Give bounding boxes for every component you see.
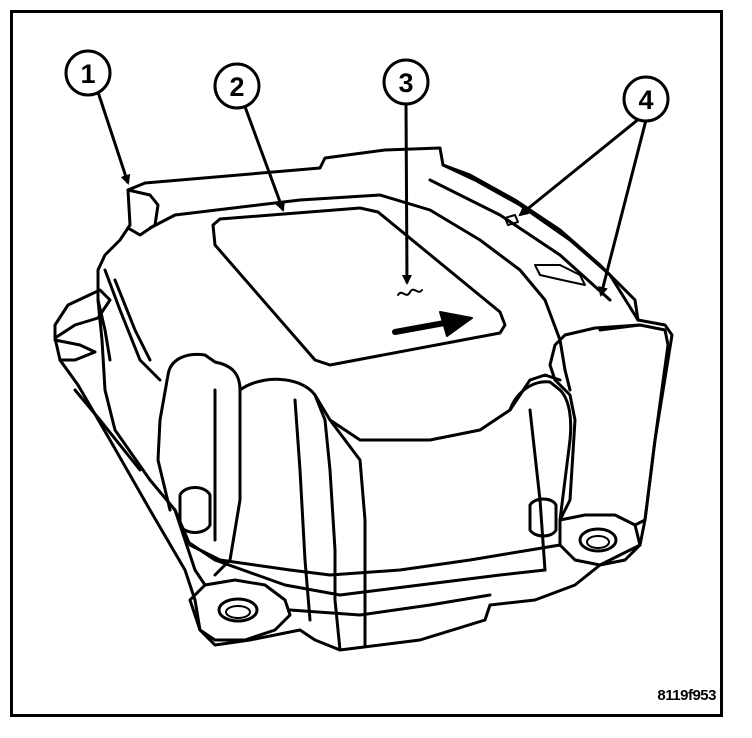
top-face: [148, 193, 572, 392]
top-left-post: [126, 188, 160, 237]
front-right-column: [508, 380, 573, 572]
leader-line-4a: [518, 116, 641, 217]
figure-id-label: 8119f953: [657, 687, 716, 704]
right-bolt-stud: [528, 497, 558, 538]
callout-1: 1: [64, 49, 112, 97]
callout-4: 4: [622, 75, 670, 123]
leader-line-3: [401, 102, 412, 285]
leader-line-2: [242, 103, 285, 212]
front-left-ear: [188, 578, 292, 642]
callout-2: 2: [213, 62, 261, 110]
svg-text:2: 2: [229, 72, 244, 102]
squiggle-mark: [397, 288, 423, 296]
front-left-mount-hole: [217, 597, 259, 623]
left-bolt-stud: [178, 486, 212, 534]
label-recess: [211, 206, 507, 367]
figure-frame: [10, 10, 723, 717]
leader-line-4b: [598, 119, 648, 297]
lower-base: [173, 508, 562, 617]
right-mount-hole: [578, 527, 618, 553]
right-post: [548, 323, 642, 522]
leader-line-1: [96, 91, 131, 185]
left-flange-tab: [53, 338, 97, 362]
side-contours: [73, 268, 162, 472]
connector-side: [428, 163, 640, 322]
svg-text:1: 1: [80, 59, 95, 89]
callout-3: 3: [382, 58, 430, 106]
svg-text:3: 3: [398, 68, 413, 98]
forward-arrow-icon: [392, 319, 453, 335]
right-ear: [558, 513, 642, 567]
front-face: [313, 373, 562, 647]
svg-text:4: 4: [638, 85, 653, 115]
connector-latch: [534, 264, 586, 286]
